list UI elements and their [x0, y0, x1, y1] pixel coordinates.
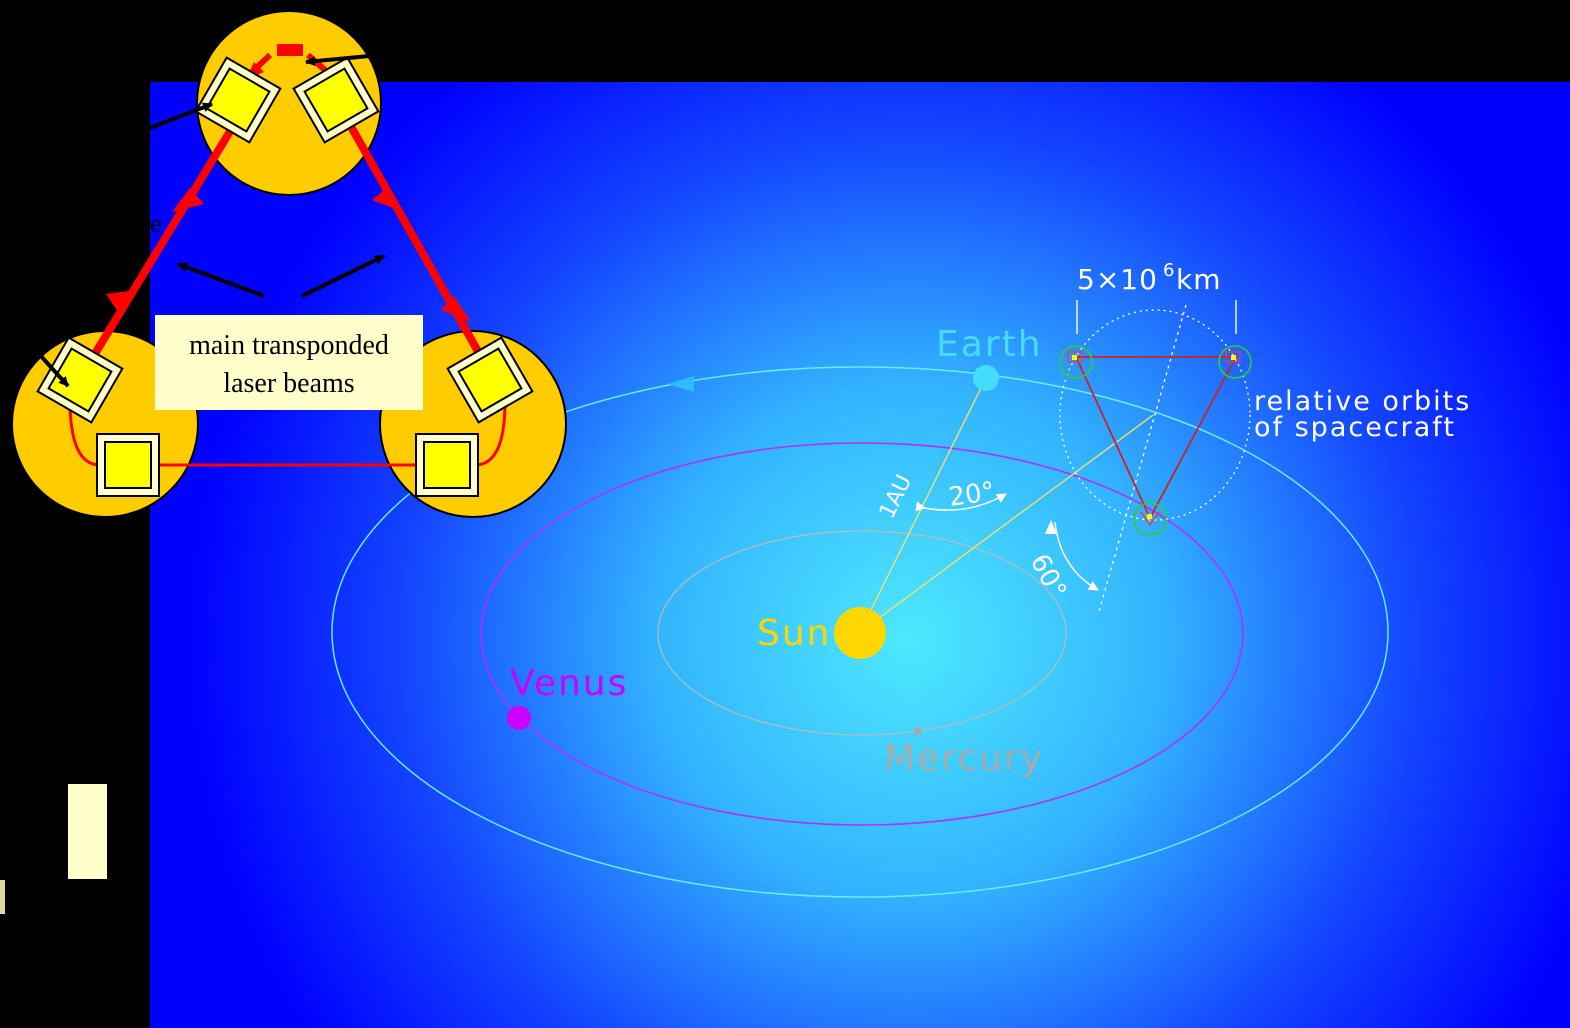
- arm-length-exp: 6: [1163, 260, 1174, 281]
- lisa-spacecraft-detail: main transponded laser beams: [11, 10, 567, 518]
- mercury-orbit: [657, 530, 1067, 736]
- sun-icon: [834, 607, 886, 659]
- spacecraft-icon: [1218, 345, 1252, 379]
- arm-length-unit: km: [1176, 263, 1222, 296]
- spacecraft-icon: [1059, 345, 1093, 379]
- optical-bench-icon: [205, 67, 271, 133]
- pointer-arrow: [305, 53, 381, 67]
- spacecraft-small-1: [1059, 345, 1093, 379]
- optical-bench-icon: [1140, 511, 1160, 527]
- laser-link-left: [68, 399, 101, 467]
- angle-20-arc: [915, 493, 1007, 512]
- relative-orbits-line2: of spacecraft: [1254, 412, 1456, 443]
- relative-orbit-axis: [1097, 304, 1187, 616]
- mercury-icon: [914, 727, 922, 735]
- sun-label: Sun: [757, 613, 831, 654]
- pointer-arrow: [38, 353, 70, 388]
- laser-link-right: [474, 401, 507, 467]
- angle-60-arc: [1054, 521, 1099, 591]
- mercury-label: Mercury: [884, 738, 1044, 779]
- spacecraft-top: [196, 10, 382, 196]
- beams-label-line1: main transponded: [189, 330, 389, 361]
- orbit-direction-arrow: [668, 376, 694, 392]
- label-box-fragment: [68, 784, 107, 879]
- sun-constellation-line: [859, 414, 1154, 633]
- solar-system-panel: [150, 82, 1570, 1028]
- optical-bench-left-lower: [96, 433, 160, 497]
- optical-bench-icon: [104, 441, 152, 489]
- spacecraft-small-2: [1218, 345, 1252, 379]
- laser-link-top: [277, 44, 303, 56]
- spacecraft-small-3: [1133, 502, 1167, 536]
- laser-arrow: [172, 188, 204, 212]
- optical-bench-icon: [303, 67, 369, 133]
- optical-bench-icon: [1067, 351, 1083, 363]
- laser-beam-right: [345, 121, 488, 364]
- optical-bench-icon: [1231, 355, 1236, 360]
- venus-orbit: [480, 442, 1244, 826]
- spacecraft-icon: [1133, 502, 1167, 536]
- venus-icon: [507, 706, 531, 730]
- relative-orbit-circle: [1059, 309, 1251, 521]
- venus-label: Venus: [510, 663, 628, 704]
- relative-orbits-line1: relative orbits: [1254, 386, 1471, 417]
- optical-bench-right-lower: [415, 433, 479, 497]
- pointer-arrow: [149, 102, 213, 130]
- arm-length-label: 5×10 6 km: [1077, 260, 1222, 296]
- earth-label: Earth: [936, 324, 1043, 365]
- pointer-arrow: [301, 254, 385, 298]
- earth-icon: [973, 365, 999, 391]
- laser-arrow: [372, 186, 403, 212]
- pointer-arrow: [177, 262, 265, 298]
- edge-fragment: [0, 880, 5, 914]
- optical-bench-top-right: [292, 56, 380, 144]
- optical-bench-icon: [423, 441, 471, 489]
- optical-bench-icon: [1147, 514, 1152, 519]
- optical-bench-icon: [1072, 355, 1077, 360]
- angle-20-label: 20°: [947, 477, 997, 513]
- optical-bench-right-upper: [446, 336, 534, 424]
- partial-text: e: [150, 209, 162, 238]
- beams-label-box: [155, 315, 423, 410]
- optical-bench-icon: [457, 347, 523, 413]
- optical-bench-icon: [1225, 351, 1241, 363]
- laser-beam-left: [86, 125, 236, 365]
- optical-bench-icon: [47, 347, 113, 413]
- angle-60-arrowhead: [1045, 520, 1057, 534]
- optical-bench-top-left: [194, 56, 282, 144]
- constellation-triangle: [1074, 356, 1238, 521]
- beams-label-line2: laser beams: [223, 368, 354, 399]
- arm-length-base: 5×10: [1077, 263, 1158, 296]
- laser-arrow: [441, 296, 471, 322]
- laser-arrow: [106, 290, 136, 312]
- optical-bench-left-upper: [36, 336, 124, 424]
- earth-orbit: [331, 366, 1389, 898]
